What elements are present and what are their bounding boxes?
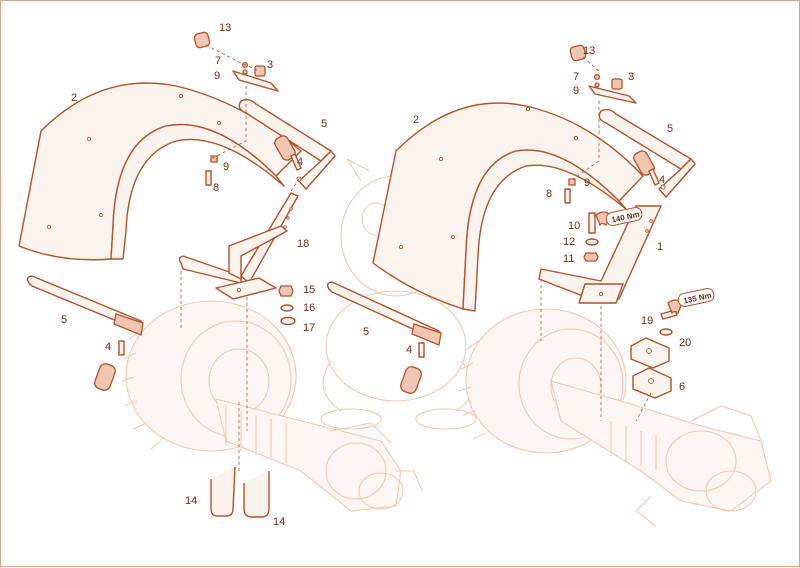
label-16: 16 [303,302,315,314]
label-3: 3 [267,59,273,71]
right-fender [372,102,644,312]
label-5-bottom: 5 [61,314,67,326]
left-lower-cylinder [94,340,125,391]
label-13: 13 [219,22,231,34]
left-top-tube-bracket [238,98,336,190]
label-12: 12 [563,236,575,248]
label-8-r: 8 [546,188,552,200]
label-18: 18 [297,238,309,250]
label-9-mid: 9 [223,161,229,173]
right-bottom-tube [326,281,442,346]
label-17: 17 [303,322,315,334]
label-3-r: 3 [628,71,634,83]
left-cap [193,31,211,49]
label-5-r-bottom: 5 [363,326,369,338]
label-15: 15 [303,284,315,296]
label-8: 8 [213,182,219,194]
label-6: 6 [679,381,685,393]
label-9-r-mid: 9 [584,177,590,189]
left-bottom-tube [26,275,144,336]
label-9-top: 9 [214,70,220,82]
left-clamp-bracket [205,61,302,186]
label-14-b: 14 [273,516,285,528]
label-7: 7 [215,55,221,67]
left-nut-stack [278,285,296,326]
right-labels: 13 7 3 9 2 5 4 9 8 10 1 12 11 5 4 19 20 … [363,45,691,393]
label-14-a: 14 [185,495,197,507]
label-4-top: 4 [297,156,303,168]
right-top-tube-bracket [598,108,696,198]
left-fender [18,82,302,261]
label-2-r: 2 [413,114,419,126]
left-u-bolts [210,466,270,518]
right-leaders [540,56,652,422]
label-10: 10 [568,220,580,232]
label-13-r: 13 [583,45,595,57]
label-4-r-top: 4 [659,174,665,186]
label-5-top: 5 [321,118,327,130]
label-4-bottom: 4 [105,341,111,353]
right-lower-cylinder [400,342,425,394]
label-5-r-top: 5 [667,123,673,135]
label-2: 2 [71,92,77,104]
label-7-r: 7 [573,71,579,83]
right-cap [569,44,587,62]
label-4-r-bottom: 4 [406,344,412,356]
right-clamp-bracket [564,73,660,204]
left-leaders [180,44,302,471]
mascot-watermark [320,148,477,430]
label-11: 11 [563,253,574,265]
right-bracket-arm [538,205,662,304]
left-labels: 13 7 3 9 2 5 4 9 8 18 15 16 17 5 4 14 14 [61,22,327,528]
left-stand [178,192,299,300]
torque-callout-lower: 135 Nm [667,288,715,315]
label-19: 19 [641,315,653,327]
label-1: 1 [657,241,663,253]
left-axle-ghost [215,398,423,512]
torque-callout-upper: 140 Nm [595,207,643,227]
right-bolt-stack [583,212,599,262]
right-plates [630,309,678,399]
right-axle-ghost [550,380,772,527]
label-20: 20 [679,337,691,349]
label-9-r-top: 9 [573,85,579,97]
